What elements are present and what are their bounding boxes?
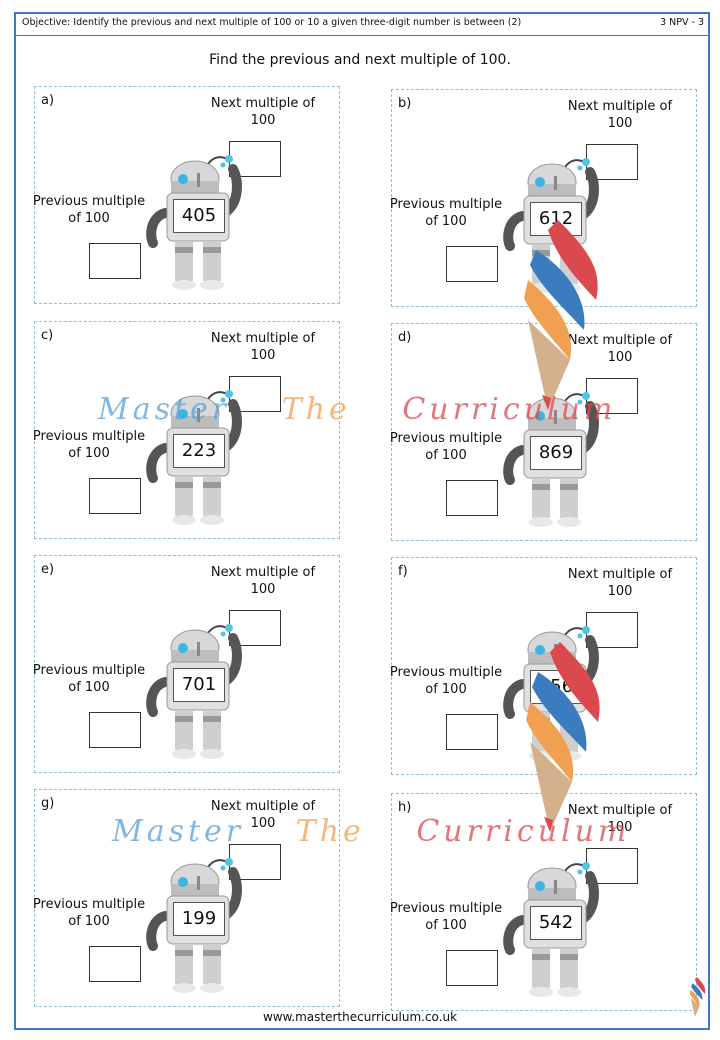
website-footer: www.masterthecurriculum.co.uk (262, 1010, 458, 1024)
watermark-word-the: The (281, 392, 351, 427)
pencil-logo-icon (526, 642, 600, 832)
question-panel: e) Next multiple of 100 701 Previous mul… (33, 555, 340, 773)
question-label: d) (398, 330, 412, 345)
robot-illustration: 701 (143, 620, 253, 760)
objective-text: Objective: Identify the previous and nex… (22, 17, 522, 28)
given-number: 223 (173, 434, 225, 468)
watermark-row-1: Master The Curriculum (98, 392, 616, 427)
next-multiple-answer-box[interactable] (586, 848, 638, 884)
next-multiple-label: Next multiple of 100 (567, 803, 673, 835)
previous-multiple-answer-box[interactable] (89, 478, 141, 514)
robot-illustration: 405 (143, 151, 253, 291)
previous-multiple-label: Previous multiple of 100 (32, 194, 146, 226)
question-panel: h) Next multiple of 100 542 Previous mul… (390, 793, 697, 1011)
previous-multiple-label: Previous multiple of 100 (389, 901, 503, 933)
given-number: 869 (530, 436, 582, 470)
question-panel: a) Next multiple of 100 405 Previous mul… (33, 86, 340, 304)
previous-multiple-answer-box[interactable] (89, 712, 141, 748)
next-multiple-label: Next multiple of 100 (210, 331, 316, 363)
next-multiple-label: Next multiple of 100 (210, 799, 316, 831)
question-label: a) (41, 93, 55, 108)
question-label: h) (398, 800, 412, 815)
question-panel: d) Next multiple of 100 869 Previous mul… (390, 323, 697, 541)
previous-multiple-answer-box[interactable] (446, 714, 498, 750)
watermark-word-master: Master (112, 814, 245, 849)
watermark-word-curriculum: Curriculum (402, 392, 617, 427)
previous-multiple-answer-box[interactable] (89, 243, 141, 279)
watermark-word-master: Master (98, 392, 231, 427)
given-number: 405 (173, 199, 225, 233)
question-panel: g) Next multiple of 100 199 Previous mul… (33, 789, 340, 1007)
previous-multiple-answer-box[interactable] (446, 950, 498, 986)
given-number: 542 (530, 906, 582, 940)
robot-illustration: 223 (143, 386, 253, 526)
previous-multiple-label: Previous multiple of 100 (32, 663, 146, 695)
question-panel: c) Next multiple of 100 223 Previous mul… (33, 321, 340, 539)
watermark-word-curriculum: Curriculum (416, 814, 631, 849)
previous-multiple-answer-box[interactable] (89, 946, 141, 982)
next-multiple-label: Next multiple of 100 (210, 96, 316, 128)
small-pencil-logo-icon (689, 977, 706, 1017)
watermark-word-the: The (295, 814, 365, 849)
next-multiple-label: Next multiple of 100 (567, 99, 673, 131)
curriculum-code: 3 NPV - 3 (660, 17, 704, 28)
watermark-row-2: Master The Curriculum (112, 814, 630, 849)
robot-illustration: 869 (500, 388, 610, 528)
previous-multiple-answer-box[interactable] (446, 480, 498, 516)
previous-multiple-label: Previous multiple of 100 (389, 431, 503, 463)
given-number: 701 (173, 668, 225, 702)
given-number: 199 (173, 902, 225, 936)
question-label: f) (398, 564, 408, 579)
robot-illustration: 542 (500, 858, 610, 998)
worksheet-frame (14, 12, 710, 1030)
next-multiple-label: Next multiple of 100 (210, 565, 316, 597)
objective-header: Objective: Identify the previous and nex… (14, 12, 710, 36)
instruction-text: Find the previous and next multiple of 1… (209, 52, 511, 68)
next-multiple-label: Next multiple of 100 (567, 567, 673, 599)
pencil-logo-icon (524, 220, 598, 410)
next-multiple-label: Next multiple of 100 (567, 333, 673, 365)
robot-illustration: 199 (143, 854, 253, 994)
question-label: c) (41, 328, 54, 343)
question-label: g) (41, 796, 55, 811)
previous-multiple-label: Previous multiple of 100 (32, 897, 146, 929)
previous-multiple-label: Previous multiple of 100 (389, 197, 503, 229)
question-label: e) (41, 562, 55, 577)
question-label: b) (398, 96, 412, 111)
previous-multiple-answer-box[interactable] (446, 246, 498, 282)
previous-multiple-label: Previous multiple of 100 (32, 429, 146, 461)
previous-multiple-label: Previous multiple of 100 (389, 665, 503, 697)
